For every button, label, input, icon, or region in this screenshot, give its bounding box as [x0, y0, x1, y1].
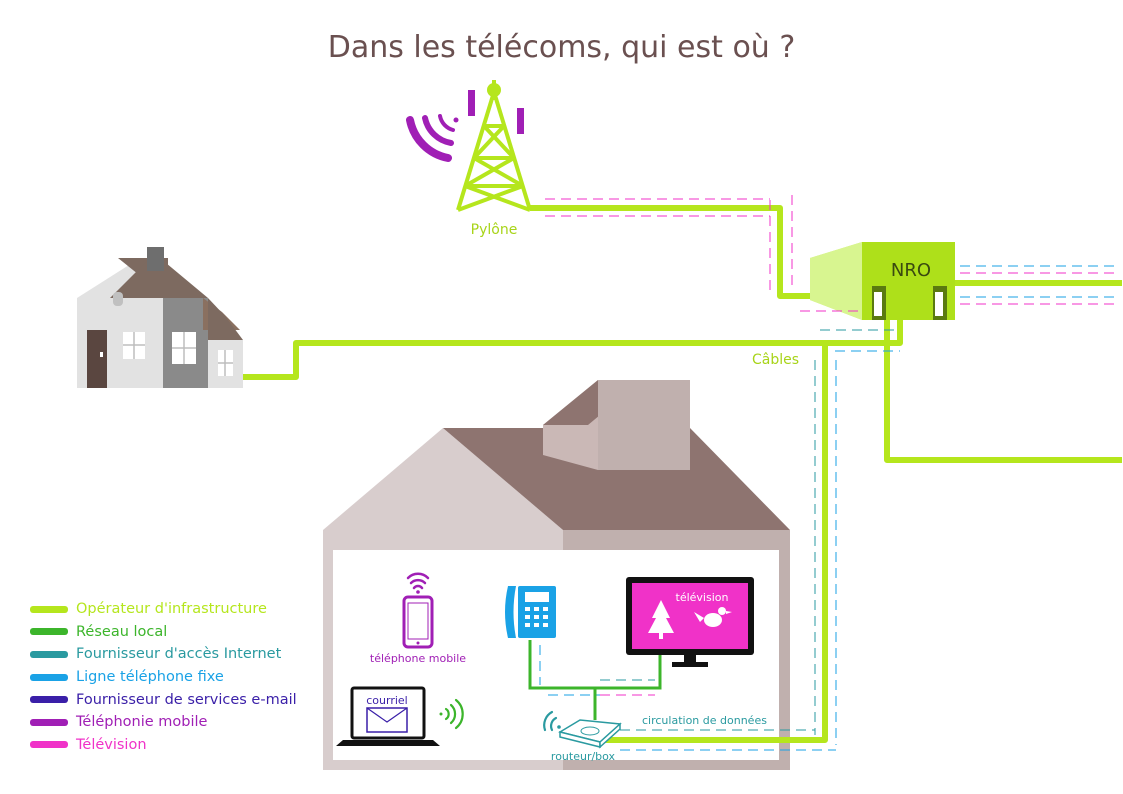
legend-item: Fournisseur d'accès Internet	[30, 643, 297, 666]
local-network	[528, 640, 662, 720]
small-house	[77, 247, 243, 388]
nro-building	[810, 242, 955, 320]
laptop	[336, 686, 464, 746]
pylone-label: Pylône	[471, 222, 518, 238]
legend-item: Ligne téléphone fixe	[30, 666, 297, 689]
legend-label: Ligne téléphone fixe	[76, 669, 224, 686]
data-flow-arrows	[539, 195, 1115, 751]
legend-item: Réseau local	[30, 621, 297, 644]
courriel-label: courriel	[366, 694, 407, 707]
telephone-mobile-label: téléphone mobile	[370, 652, 466, 665]
legend-item: Fournisseur de services e-mail	[30, 688, 297, 711]
infrastructure-cables	[243, 205, 1122, 743]
legend-swatch	[30, 628, 68, 636]
pylon	[406, 80, 532, 212]
television-label: télévision	[676, 591, 729, 604]
legend-label: Fournisseur de services e-mail	[76, 691, 297, 708]
legend-item: Télévision	[30, 734, 297, 757]
page-title: Dans les télécoms, qui est où ?	[327, 30, 796, 65]
legend-swatch	[30, 741, 68, 749]
legend-label: Opérateur d'infrastructure	[76, 601, 267, 618]
router-box	[543, 710, 622, 749]
legend-swatch	[30, 718, 68, 726]
legend-swatch	[30, 605, 68, 613]
fixed-phone	[505, 586, 556, 638]
legend-swatch	[30, 650, 68, 658]
legend-swatch	[30, 696, 68, 704]
legend-label: Téléphonie mobile	[76, 714, 208, 731]
legend-item: Opérateur d'infrastructure	[30, 598, 297, 621]
legend-swatch	[30, 673, 68, 681]
legend-label: Réseau local	[76, 623, 168, 640]
routeur-label: routeur/box	[551, 750, 616, 763]
legend-label: Fournisseur d'accès Internet	[76, 646, 282, 663]
nro-label: NRO	[891, 260, 931, 281]
legend-item: Téléphonie mobile	[30, 711, 297, 734]
television	[626, 577, 754, 667]
legend-label: Télévision	[76, 736, 147, 753]
circulation-label: circulation de données	[642, 714, 767, 727]
cables-label: Câbles	[752, 352, 799, 368]
mobile-phone	[402, 572, 434, 649]
